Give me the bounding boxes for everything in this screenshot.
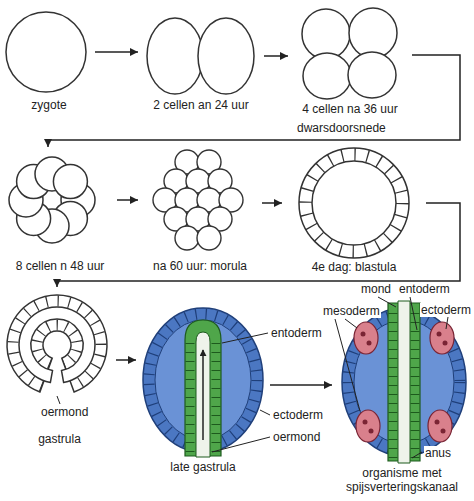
mesoderm-cell bbox=[443, 341, 448, 346]
stage-eight-cells: 8 cellen n 48 uur bbox=[3, 147, 117, 276]
late-gastrula-figure bbox=[196, 332, 210, 457]
blastula-figure bbox=[306, 155, 403, 252]
mesoderm-blob bbox=[430, 322, 454, 354]
gastrula-figure bbox=[19, 307, 95, 382]
four-cell-figure bbox=[302, 8, 397, 99]
leader-line bbox=[335, 319, 360, 411]
mesoderm-cell bbox=[367, 341, 372, 346]
part-label: entoderm bbox=[398, 282, 451, 296]
stage-arrow bbox=[264, 55, 288, 57]
two-cell-figure bbox=[198, 18, 254, 94]
eight-cell-figure bbox=[53, 165, 87, 199]
stage-caption: 8 cellen n 48 uur bbox=[3, 259, 117, 273]
stage-caption: 4 cellen na 36 uur bbox=[288, 102, 412, 116]
part-label: oermond bbox=[272, 430, 321, 444]
stage-two-cells: 2 cellen an 24 uur bbox=[138, 10, 264, 116]
late-gastrula-figure bbox=[190, 338, 216, 452]
stage-organism: organisme met spijsverteringskanaal bbox=[332, 300, 472, 498]
stage-gastrula: gastrula bbox=[3, 287, 116, 452]
mesoderm-cell bbox=[361, 332, 366, 337]
leader-line bbox=[222, 333, 268, 343]
leader-line bbox=[412, 452, 422, 458]
part-label: mesoderm bbox=[322, 304, 381, 318]
stage-zygote: zygote bbox=[3, 8, 95, 116]
stage-caption: zygote bbox=[3, 98, 95, 112]
leader-line bbox=[57, 297, 448, 458]
morula-figure bbox=[153, 150, 243, 250]
eight-cell-figure bbox=[9, 157, 95, 243]
stage-arrow bbox=[116, 359, 136, 361]
morula-figure bbox=[197, 226, 221, 250]
part-label: mond bbox=[360, 282, 392, 296]
gastrula-figure bbox=[7, 295, 107, 392]
organism-figure bbox=[398, 301, 410, 463]
stage-four-cells: 4 cellen na 36 uur bbox=[288, 8, 412, 116]
mesoderm-cell bbox=[437, 332, 442, 337]
blastula-figure bbox=[299, 148, 409, 258]
stage-morula: na 60 uur: morula bbox=[138, 147, 262, 276]
stage-caption: 4e dag: blastula bbox=[282, 260, 426, 274]
stage-caption: na 60 uur: morula bbox=[138, 259, 262, 273]
stage-caption: 2 cellen an 24 uur bbox=[138, 98, 264, 112]
stage-arrow bbox=[48, 55, 460, 147]
stage-arrow bbox=[262, 202, 282, 204]
part-label: ectoderm bbox=[420, 303, 472, 317]
zygote-figure bbox=[6, 12, 86, 92]
stage-arrow bbox=[57, 203, 460, 287]
gastrula-figure bbox=[13, 301, 101, 386]
section-note: dwarsdoorsnede bbox=[296, 121, 387, 135]
blastula-figure bbox=[299, 148, 409, 258]
four-cell-figure bbox=[349, 8, 397, 58]
late-gastrula-figure bbox=[143, 308, 263, 457]
four-cell-figure bbox=[303, 53, 351, 99]
part-label: entoderm bbox=[270, 326, 323, 340]
organism-figure bbox=[342, 301, 466, 463]
mesoderm-cell bbox=[369, 429, 374, 434]
stage-late-gastrula: late gastrula bbox=[136, 300, 270, 478]
stage-caption: late gastrula bbox=[136, 460, 270, 474]
stage-blastula: 4e dag: blastula bbox=[282, 145, 426, 276]
gastrula-figure bbox=[7, 295, 107, 392]
leader-line bbox=[446, 317, 448, 329]
stage-caption: organisme met spijsverteringskanaal bbox=[332, 466, 472, 494]
four-cell-figure bbox=[348, 52, 396, 98]
mesoderm-cell bbox=[435, 420, 440, 425]
stage-arrow bbox=[270, 384, 332, 386]
stage-arrow bbox=[95, 51, 138, 53]
four-cell-figure bbox=[302, 9, 350, 59]
part-label: ectoderm bbox=[272, 408, 324, 422]
zygote-figure bbox=[6, 12, 86, 92]
gastrula-figure bbox=[37, 325, 77, 364]
late-gastrula-figure bbox=[185, 320, 221, 456]
mesoderm-cell bbox=[441, 429, 446, 434]
leader-line bbox=[57, 396, 60, 404]
leader-line bbox=[410, 297, 417, 330]
mesoderm-cell bbox=[363, 420, 368, 425]
stage-arrow bbox=[117, 199, 138, 201]
leader-line bbox=[212, 437, 270, 452]
mesoderm-blob bbox=[354, 322, 378, 354]
late-gastrula-figure bbox=[202, 350, 204, 440]
two-cell-figure bbox=[147, 18, 254, 94]
leader-line bbox=[378, 297, 396, 307]
stage-caption: gastrula bbox=[3, 432, 116, 446]
leader-line bbox=[345, 319, 357, 328]
blastula-figure bbox=[312, 161, 396, 245]
leader-line bbox=[260, 410, 270, 415]
part-label: oermond bbox=[40, 405, 89, 419]
morula-figure bbox=[175, 226, 199, 250]
two-cell-figure bbox=[147, 18, 203, 94]
part-label: anus bbox=[424, 446, 452, 460]
mesoderm-blob bbox=[356, 410, 380, 442]
mesoderm-blob bbox=[428, 410, 452, 442]
